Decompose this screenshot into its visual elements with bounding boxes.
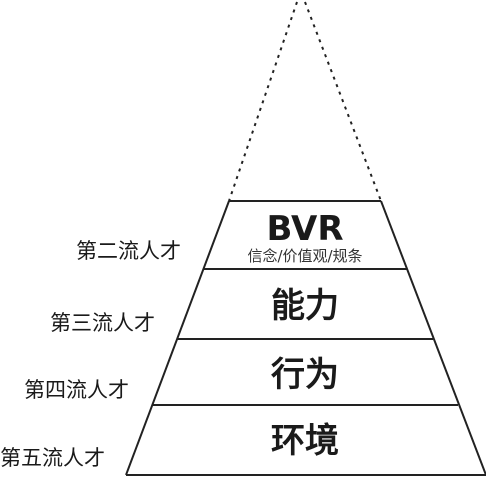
rank-label-fourth: 第四流人才: [24, 378, 129, 402]
tier-environment-label: 环境: [271, 421, 339, 461]
apex-left-edge: [228, 1, 298, 202]
pyramid-right-edge: [380, 200, 486, 476]
rank-label-fifth: 第五流人才: [0, 446, 105, 470]
tier-behavior-label: 行为: [271, 355, 339, 395]
tier-ability-label: 能力: [271, 286, 339, 326]
rank-label-third: 第三流人才: [50, 311, 155, 335]
tier-bvr-label: BVR: [266, 209, 343, 249]
tier-bvr-sublabel: 信念/价值观/规条: [247, 247, 362, 265]
rank-label-second: 第二流人才: [76, 239, 181, 263]
apex-right-edge: [304, 1, 382, 202]
